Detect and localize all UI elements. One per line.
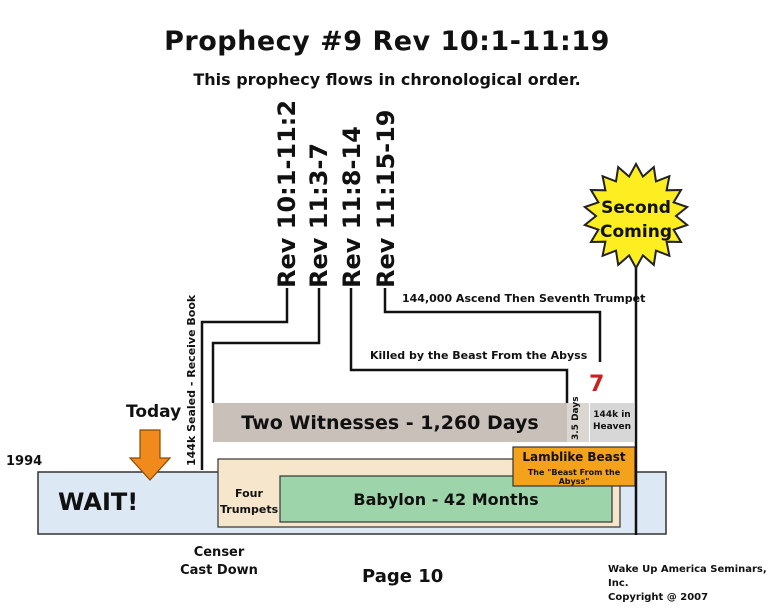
ascend-label: 144,000 Ascend Then Seventh Trumpet xyxy=(402,292,646,305)
two-witnesses-label: Two Witnesses - 1,260 Days xyxy=(241,412,539,434)
babylon-label: Babylon - 42 Months xyxy=(353,490,539,509)
page-number: Page 10 xyxy=(362,566,444,587)
credit-copyright: Copyright @ 2007 xyxy=(608,592,709,603)
today-arrow-icon xyxy=(128,429,172,481)
connector-sealed xyxy=(200,288,289,470)
connector-witnesses xyxy=(211,288,321,403)
seventh-trumpet-number: 7 xyxy=(589,372,605,397)
ref-rev-11-3: Rev 11:3-7 xyxy=(305,142,333,288)
credits: Wake Up America Seminars, Inc. Copyright… xyxy=(608,563,774,605)
second-coming-label: Second Coming xyxy=(586,196,686,244)
lamblike-beast-title: Lamblike Beast xyxy=(522,450,626,464)
two-witnesses-box xyxy=(213,403,567,442)
four-trumpets-label: Four Trumpets xyxy=(220,487,279,516)
killed-label: Killed by the Beast From the Abyss xyxy=(370,349,588,362)
ref-rev-11-8: Rev 11:8-14 xyxy=(338,126,366,288)
lamblike-beast-subtitle: The "Beast From the Abyss" xyxy=(527,468,621,486)
censer-label: Censer Cast Down xyxy=(180,545,258,578)
three-half-days-box xyxy=(567,403,589,442)
wait-label: WAIT! xyxy=(58,488,139,516)
year-label: 1994 xyxy=(6,454,43,469)
connector-killed xyxy=(349,288,569,403)
heaven-box xyxy=(590,403,634,442)
ref-rev-10-1: Rev 10:1-11:2 xyxy=(273,99,301,288)
sealed-label: 144k Sealed - Receive Book xyxy=(185,294,198,466)
second-coming-line-1: Second xyxy=(601,198,671,218)
lamblike-beast-box xyxy=(512,446,636,487)
heaven-label: 144k in Heaven xyxy=(592,410,632,432)
today-label: Today xyxy=(126,402,182,422)
connector-ascend xyxy=(383,288,602,362)
page-subtitle: This prophecy flows in chronological ord… xyxy=(193,70,581,89)
three-half-days-label: 3.5 Days xyxy=(571,396,581,440)
credit-company: Wake Up America Seminars, Inc. xyxy=(608,564,767,589)
second-coming-line-2: Coming xyxy=(600,222,672,242)
page-title: Prophecy #9 Rev 10:1-11:19 xyxy=(164,26,610,57)
ref-rev-11-15: Rev 11:15-19 xyxy=(372,109,400,288)
second-coming-star-icon xyxy=(582,161,690,271)
